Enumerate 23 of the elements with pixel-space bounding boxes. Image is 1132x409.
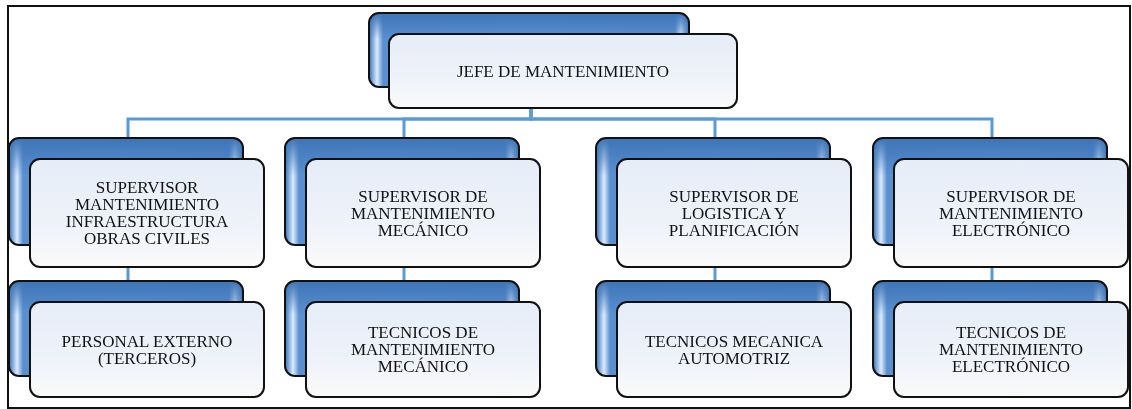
- position-title: TECNICOS DE MANTENIMIENTO ELECTRÓNICO: [937, 324, 1085, 375]
- position-title: SUPERVISOR DE MANTENIMIENTO ELECTRÓNICO: [937, 187, 1085, 239]
- org-chart-box: [595, 280, 852, 398]
- org-chart-box: [368, 12, 738, 109]
- org-chart-box: [872, 137, 1129, 268]
- position-title: SUPERVISOR DE LOGISTICA Y PLANIFICACIÓN: [667, 187, 801, 239]
- org-chart-box: [8, 280, 265, 398]
- connector-line: [529, 109, 994, 137]
- connector-line: [126, 268, 130, 280]
- org-chart-box: [284, 137, 541, 268]
- org-chart-box: [595, 137, 852, 268]
- position-title: TECNICOS DE MANTENIMIENTO MECÁNICO: [349, 324, 497, 375]
- connector-line: [990, 268, 994, 280]
- position-title: TECNICOS MECANICA AUTOMOTRIZ: [643, 332, 824, 367]
- position-title: JEFE DE MANTENIMIENTO: [456, 62, 670, 80]
- org-chart-box: [284, 280, 541, 398]
- org-chart-box: [8, 137, 265, 268]
- position-title: SUPERVISOR DE MANTENIMIENTO MECÁNICO: [349, 187, 497, 239]
- connector-line: [713, 268, 717, 280]
- org-chart-box: [872, 280, 1129, 398]
- connector-line: [402, 268, 406, 280]
- position-title: PERSONAL EXTERNO (TERCEROS): [60, 332, 234, 367]
- position-title: SUPERVISOR MANTENIMIENTO INFRAESTRUCTURA OBRAS CIVILES: [64, 179, 230, 247]
